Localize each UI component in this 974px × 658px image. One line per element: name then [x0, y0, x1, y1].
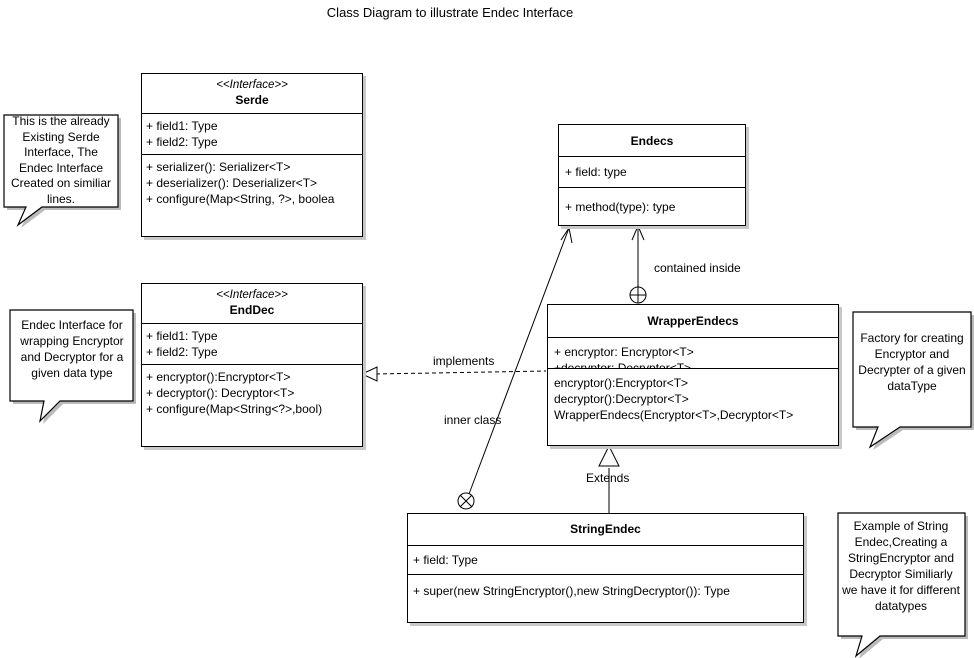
serde-method: + configure(Map<String, ?>, boolea — [146, 192, 335, 206]
endecs-methods: + method(type): type — [559, 187, 745, 225]
implements-connector — [360, 366, 547, 382]
string-note: Example of String Endec,Creating a Strin… — [842, 519, 960, 613]
extends-connector — [598, 444, 620, 513]
serde-name: Serde — [235, 93, 269, 107]
serde-fields: + field1: Type + field2: Type — [142, 114, 362, 154]
serde-class: <<Interface>> Serde + field1: Type + fie… — [141, 73, 363, 237]
enddec-class: <<Interface>> EndDec + field1: Type + fi… — [141, 283, 363, 447]
string-note-shape — [837, 512, 968, 658]
enddec-name: EndDec — [229, 303, 275, 317]
string-endec-method: + super(new StringEncryptor(),new String… — [413, 584, 730, 598]
wrapper-endecs-methods: encryptor():Encryptor<T> decryptor():Dec… — [548, 368, 838, 429]
wrapper-endecs-class: WrapperEndecs + encryptor: Encryptor<T> … — [547, 304, 839, 446]
serde-note-shape — [3, 114, 121, 228]
enddec-methods: + encryptor():Encryptor<T> + decryptor()… — [142, 364, 362, 421]
enddec-method: + configure(Map<String<?>,bool) — [146, 402, 323, 416]
enddec-method: + encryptor():Encryptor<T> — [146, 370, 291, 384]
factory-note: Factory for creating Encryptor and Decry… — [858, 331, 966, 393]
endecs-class: Endecs + field: type + method(type): typ… — [558, 124, 746, 226]
enddec-note: Endec Interface for wrapping Encryptor a… — [20, 318, 124, 380]
contained-inside-label: contained inside — [654, 261, 741, 275]
string-endec-name: StringEndec — [570, 522, 641, 536]
diagram-title: Class Diagram to illustrate Endec Interf… — [326, 5, 574, 20]
contained-connector — [629, 224, 647, 304]
serde-method: + deserializer(): Deserializer<T> — [146, 176, 318, 190]
string-endec-fields: + field: Type — [408, 546, 803, 574]
serde-field: + field2: Type — [146, 135, 218, 149]
wrapper-endecs-method: WrapperEndecs(Encryptor<T>,Decryptor<T> — [554, 408, 794, 422]
inner-class-connector — [457, 226, 573, 510]
endecs-field: + field: type — [565, 165, 627, 179]
extends-label: Extends — [586, 471, 630, 485]
string-endec-class: StringEndec + field: Type + super(new St… — [407, 513, 804, 623]
wrapper-endecs-method: encryptor():Encryptor<T> — [554, 376, 689, 390]
wrapper-endecs-method: decryptor():Decryptor<T> — [554, 392, 689, 406]
endecs-name: Endecs — [630, 134, 674, 148]
wrapper-endecs-name: WrapperEndecs — [647, 314, 739, 328]
enddec-stereotype: <<Interface>> — [216, 289, 288, 301]
wrapper-endecs-field: + encryptor: Encryptor<T> — [554, 345, 694, 359]
inner-class-label: inner class — [444, 413, 502, 427]
enddec-note-shape — [9, 309, 136, 424]
serde-method: + serializer(): Serializer<T> — [146, 160, 291, 174]
factory-note-shape — [852, 311, 974, 450]
enddec-field: + field2: Type — [146, 345, 218, 359]
serde-methods: + serializer(): Serializer<T> + deserial… — [142, 154, 362, 211]
enddec-field: + field1: Type — [146, 329, 218, 343]
serde-stereotype: <<Interface>> — [216, 79, 288, 91]
implements-label: implements — [433, 354, 495, 368]
serde-note: This is the already Existing Serde Inter… — [10, 114, 112, 206]
wrapper-endecs-field: +decryptor: Decryptor<T> — [554, 361, 692, 368]
enddec-fields: + field1: Type + field2: Type — [142, 324, 362, 364]
serde-field: + field1: Type — [146, 119, 218, 133]
enddec-method: + decryptor(): Decryptor<T> — [146, 386, 295, 400]
endecs-method: + method(type): type — [565, 200, 676, 214]
string-endec-methods: + super(new StringEncryptor(),new String… — [408, 574, 803, 607]
endecs-fields: + field: type — [559, 157, 745, 187]
string-endec-field: + field: Type — [413, 553, 478, 567]
wrapper-endecs-fields: + encryptor: Encryptor<T> +decryptor: De… — [548, 338, 838, 368]
